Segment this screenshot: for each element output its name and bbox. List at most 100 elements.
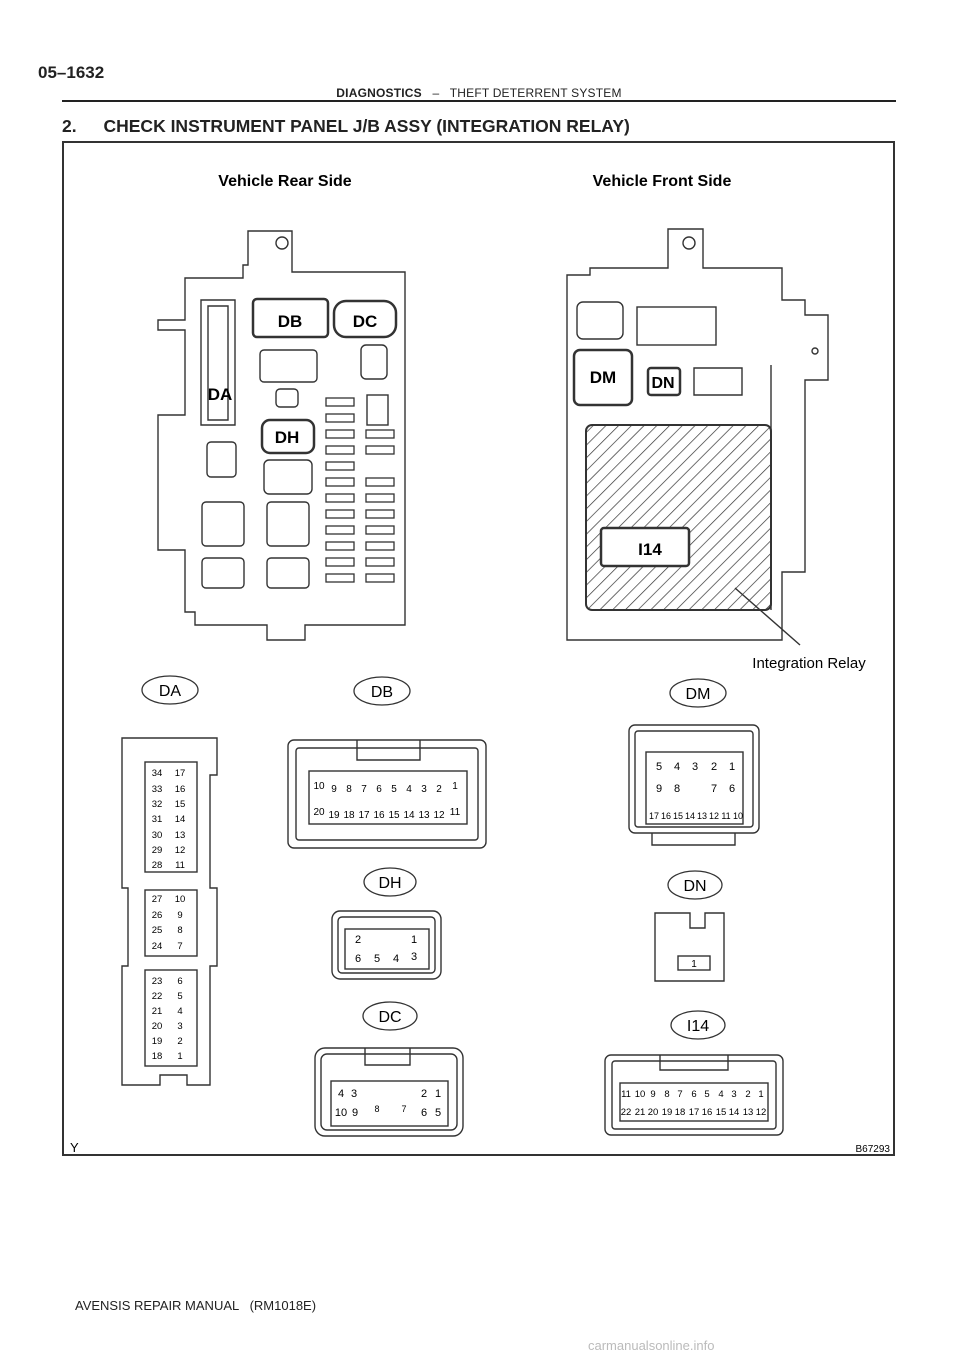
pin-label: 5	[391, 784, 397, 795]
pin-label: 4	[674, 761, 680, 773]
rear-junction-block	[157, 230, 406, 641]
dh-block-label: DH	[275, 428, 300, 447]
pin-label: 9	[331, 784, 337, 795]
pin-label: 6	[729, 783, 735, 795]
pin-label: 14	[175, 814, 186, 825]
pin-label: 2	[745, 1089, 750, 1100]
pin-label: 20	[648, 1107, 659, 1118]
pin-label: 8	[346, 784, 352, 795]
step-number: 2.	[62, 116, 77, 136]
pin-label: 7	[711, 783, 717, 795]
pin-label: 2	[355, 934, 361, 946]
i14-pin-grid: 11 10 9 8 7 6 5 4 3 2 1 22 21 20 19 18 1…	[621, 1089, 767, 1118]
pin-label: 4	[393, 953, 399, 965]
pin-label: 9	[352, 1107, 358, 1119]
db-block-label: DB	[278, 312, 303, 331]
pin-label: 12	[756, 1107, 767, 1118]
dn-block-outline	[646, 366, 682, 397]
pin-label: 7	[361, 784, 367, 795]
pin-label: 20	[152, 1021, 163, 1032]
pin-label: 11	[175, 860, 185, 871]
dm-pin-grid: 5 4 3 2 1 9 8 7 6 17 16 15 14 13 12 11 1…	[649, 761, 743, 821]
pin-label: 27	[152, 894, 163, 905]
pin-label: 8	[374, 1104, 379, 1114]
pin-label: 3	[177, 1021, 182, 1032]
pin-label: 10	[635, 1089, 646, 1100]
pin-label: 10	[313, 781, 325, 792]
pin-label: 6	[177, 976, 182, 987]
pin-label: 14	[685, 811, 695, 821]
db-block-outline	[251, 297, 330, 339]
pin-label: 17	[649, 811, 659, 821]
dm-connector-title: DM	[686, 686, 711, 703]
dm-block-outline	[572, 348, 634, 407]
pin-label: 11	[621, 1089, 631, 1100]
pin-label: 24	[152, 941, 163, 952]
footer-manual: AVENSIS REPAIR MANUAL (RM1018E)	[75, 1298, 317, 1313]
pin-label: 16	[175, 784, 186, 795]
pin-label: 1	[177, 1051, 182, 1062]
pin-label: 4	[338, 1088, 344, 1100]
pin-label: 4	[177, 1006, 182, 1017]
pin-label: 5	[177, 991, 182, 1002]
pin-label: 1	[729, 761, 735, 773]
figure-id: B67293	[856, 1144, 891, 1155]
pin-label: 4	[718, 1089, 723, 1100]
db-connector-title: DB	[371, 684, 393, 701]
pin-label: 3	[692, 761, 698, 773]
dn-pin-label: 1	[691, 959, 697, 970]
pin-label: 17	[175, 768, 186, 779]
pin-label: 15	[716, 1107, 727, 1118]
pin-label: 3	[731, 1089, 736, 1100]
db-pin-grid: 10 9 8 7 6 5 4 3 2 1 20 19 18 17 16 15 1…	[313, 781, 460, 821]
pin-label: 31	[152, 814, 163, 825]
pin-label: 1	[452, 781, 458, 792]
pin-label: 3	[421, 784, 427, 795]
header-section: DIAGNOSTICS	[336, 86, 422, 100]
pin-label: 7	[401, 1104, 406, 1114]
pin-label: 30	[152, 830, 163, 841]
pin-label: 6	[421, 1107, 427, 1119]
integration-relay-label: Integration Relay	[752, 655, 866, 672]
footer-watermark: carmanualsonline.info	[588, 1338, 715, 1353]
step-text: CHECK INSTRUMENT PANEL J/B ASSY (INTEGRA…	[103, 116, 630, 136]
header-subsection: THEFT DETERRENT SYSTEM	[449, 86, 622, 100]
pin-label: 11	[721, 811, 730, 821]
pin-label: 13	[175, 830, 186, 841]
dh-connector-title: DH	[378, 875, 401, 892]
pin-label: 16	[702, 1107, 713, 1118]
dn-block-label: DN	[651, 375, 674, 392]
pin-label: 1	[411, 934, 417, 946]
dc-block-label: DC	[353, 312, 378, 331]
pin-label: 20	[313, 807, 325, 818]
pin-label: 15	[175, 799, 186, 810]
pin-label: 3	[351, 1088, 357, 1100]
pin-label: 10	[175, 894, 186, 905]
pin-label: 14	[403, 810, 415, 821]
pin-label: 15	[673, 811, 683, 821]
pin-label: 15	[388, 810, 400, 821]
pin-label: 12	[709, 811, 719, 821]
pin-label: 19	[152, 1036, 163, 1047]
pin-label: 5	[435, 1107, 441, 1119]
pin-label: 19	[662, 1107, 673, 1118]
header-separator: –	[432, 86, 440, 100]
pin-label: 5	[374, 953, 380, 965]
pin-label: 7	[677, 1089, 682, 1100]
pin-label: 8	[674, 783, 680, 795]
pin-label: 12	[433, 810, 445, 821]
pin-label: 18	[675, 1107, 686, 1118]
rear-side-label: Vehicle Rear Side	[218, 173, 352, 190]
pin-label: 8	[664, 1089, 669, 1100]
pin-label: 21	[635, 1107, 646, 1118]
pin-label: 5	[704, 1089, 709, 1100]
page-number: 05–1632	[38, 63, 105, 82]
pin-label: 29	[152, 845, 163, 856]
dc-connector-title: DC	[378, 1009, 401, 1026]
header-title: DIAGNOSTICS – THEFT DETERRENT SYSTEM	[62, 86, 896, 100]
pin-label: 7	[177, 941, 182, 952]
i14-block-outline	[599, 526, 691, 568]
pin-label: 32	[152, 799, 163, 810]
